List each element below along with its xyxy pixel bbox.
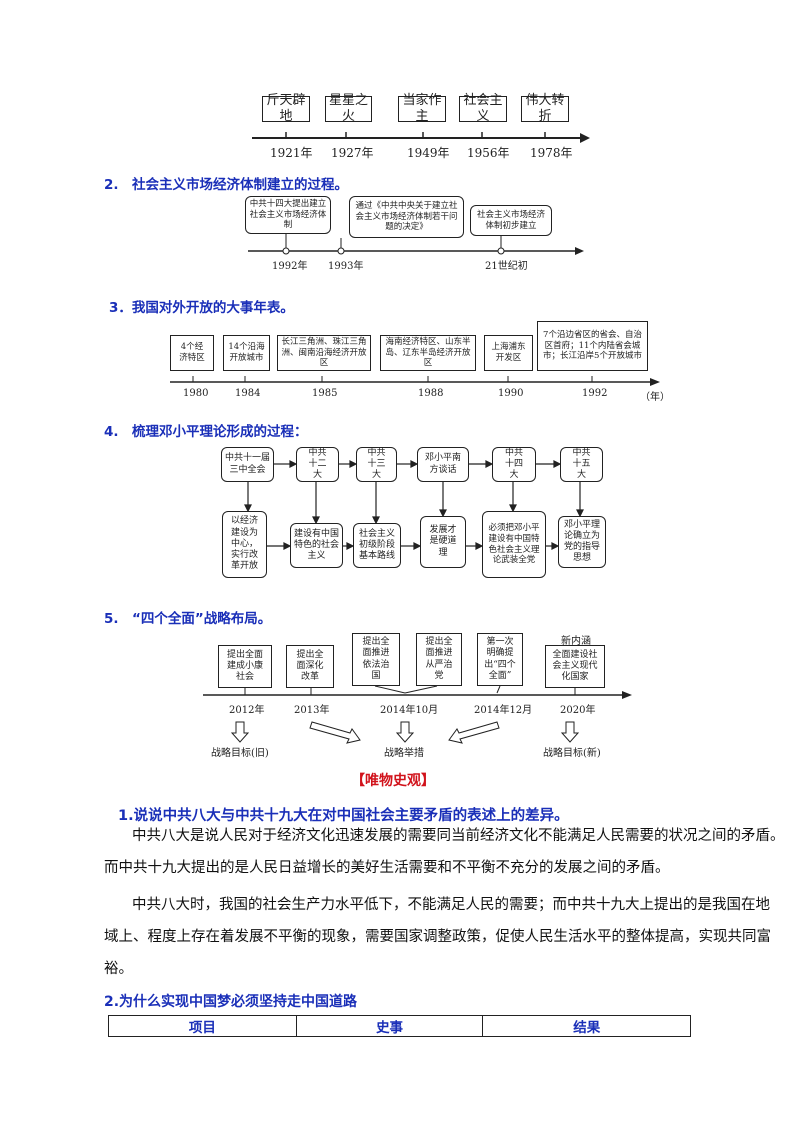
flow-box: 邓小平南方谈话 [417, 447, 469, 482]
event-box: 提出全面深化改革 [286, 645, 334, 688]
section-heading: 4. 梳理邓小平理论形成的过程： [104, 424, 308, 440]
flow-box: 中共十三大 [356, 447, 397, 482]
flow-box: 中共十二大 [296, 447, 339, 482]
year-label: 1985 [312, 388, 338, 399]
question-2: 2.为什么实现中国梦必须坚持走中国道路 [104, 994, 358, 1010]
flow-box: 中共十四大 [492, 447, 536, 482]
event-box: 通过《中共中央关于建立社会主义市场经济体制若干问题的决定》 [349, 196, 464, 238]
event-box: 7个沿边省区的省会、自治区首府；11个内陆省会城市；长江沿岸5个开放城市 [537, 321, 648, 371]
flow-box: 必须把邓小平建设有中国特色社会主义理论武装全党 [482, 511, 546, 578]
answer-table: 项目 史事 结果 [108, 1015, 691, 1037]
goal-label: 战略举措 [384, 748, 424, 759]
label-box: 社会主义 [459, 93, 507, 124]
event-box: 全面建设社会主义现代化国家 [545, 645, 605, 688]
year-label: 2012年 [229, 705, 265, 716]
year-label: 1992年 [272, 261, 308, 272]
year-label: 1980 [183, 388, 209, 399]
year-label: 1988 [418, 388, 444, 399]
section-title: 【唯物史观】 [351, 773, 435, 789]
section-heading: 3．我国对外开放的大事年表。 [109, 300, 294, 316]
event-box: 14个沿海开放城市 [223, 335, 270, 371]
answer-paragraph: 域上、程度上存在着发展不平衡的现象，需要国家调整政策，促使人民生活水平的整体提高… [104, 929, 771, 945]
year-label: 1956年 [467, 146, 510, 160]
label-box: 伟大转折 [521, 93, 569, 124]
year-label: 1993年 [328, 261, 364, 272]
event-box: 长江三角洲、珠江三角洲、闽南沿海经济开放区 [277, 335, 371, 371]
year-label: 1990 [498, 388, 524, 399]
year-label: 1978年 [530, 146, 573, 160]
goal-label: 战略目标(新) [543, 748, 601, 759]
section-heading: 5. “四个全面”战略布局。 [104, 611, 272, 627]
year-label: 1984 [235, 388, 261, 399]
flow-box: 中共十五大 [560, 447, 603, 482]
year-label: 2014年10月 [380, 705, 439, 716]
unit-label: （年） [640, 392, 670, 403]
answer-paragraph: 而中共十九大提出的是人民日益增长的美好生活需要和不平衡不充分的发展之间的矛盾。 [104, 860, 670, 876]
event-box: 上海浦东开发区 [484, 335, 533, 371]
year-label: 21世纪初 [485, 261, 528, 272]
table-header: 项目 [108, 1015, 297, 1037]
answer-paragraph: 裕。 [104, 961, 133, 977]
label-box: 星星之火 [325, 93, 372, 124]
event-box: 社会主义市场经济体制初步建立 [470, 205, 552, 236]
event-box: 提出全面建成小康社会 [218, 645, 272, 688]
year-label: 1927年 [331, 146, 374, 160]
year-label: 1949年 [407, 146, 450, 160]
event-box: 提出全面推进从严治党 [416, 633, 462, 686]
new-connotation-label: 新内涵 [561, 636, 591, 647]
flow-box: 建设有中国特色的社会主义 [290, 523, 343, 568]
flow-box: 发展才是硬道理 [420, 516, 466, 568]
year-label: 2020年 [560, 705, 596, 716]
flow-box: 社会主义初级阶段基本路线 [353, 523, 401, 568]
label-box: 当家作主 [398, 93, 446, 124]
event-box: 4个经济特区 [170, 335, 214, 371]
event-box: 海南经济特区、山东半岛、辽东半岛经济开放区 [380, 335, 476, 371]
year-label: 2013年 [294, 705, 330, 716]
goal-label: 战略目标(旧) [211, 748, 269, 759]
flow-box: 邓小平理论确立为党的指导思想 [558, 516, 606, 568]
year-label: 1921年 [270, 146, 313, 160]
answer-paragraph: 中共八大时，我国的社会生产力水平低下，不能满足人民的需要；而中共十九大上提出的是… [132, 897, 770, 913]
event-box: 提出全面推进依法治国 [352, 633, 400, 686]
table-header: 结果 [482, 1015, 691, 1037]
year-label: 1992 [582, 388, 608, 399]
flow-box: 以经济建设为中心，实行改革开放 [222, 511, 267, 578]
flow-box: 中共十一届三中全会 [221, 447, 274, 482]
answer-paragraph: 中共八大是说人民对于经济文化迅速发展的需要同当前经济文化不能满足人民需要的状况之… [132, 828, 785, 844]
label-box: 斤天辟地 [262, 93, 310, 124]
table-header: 史事 [295, 1015, 484, 1037]
question-1: 1.说说中共八大与中共十九大在对中国社会主要矛盾的表述上的差异。 [118, 808, 569, 824]
section-heading: 2. 社会主义市场经济体制建立的过程。 [104, 177, 349, 193]
event-box: 第一次明确提出“四个全面” [477, 633, 523, 686]
event-box: 中共十四大提出建立社会主义市场经济体制 [245, 196, 331, 234]
year-label: 2014年12月 [474, 705, 533, 716]
